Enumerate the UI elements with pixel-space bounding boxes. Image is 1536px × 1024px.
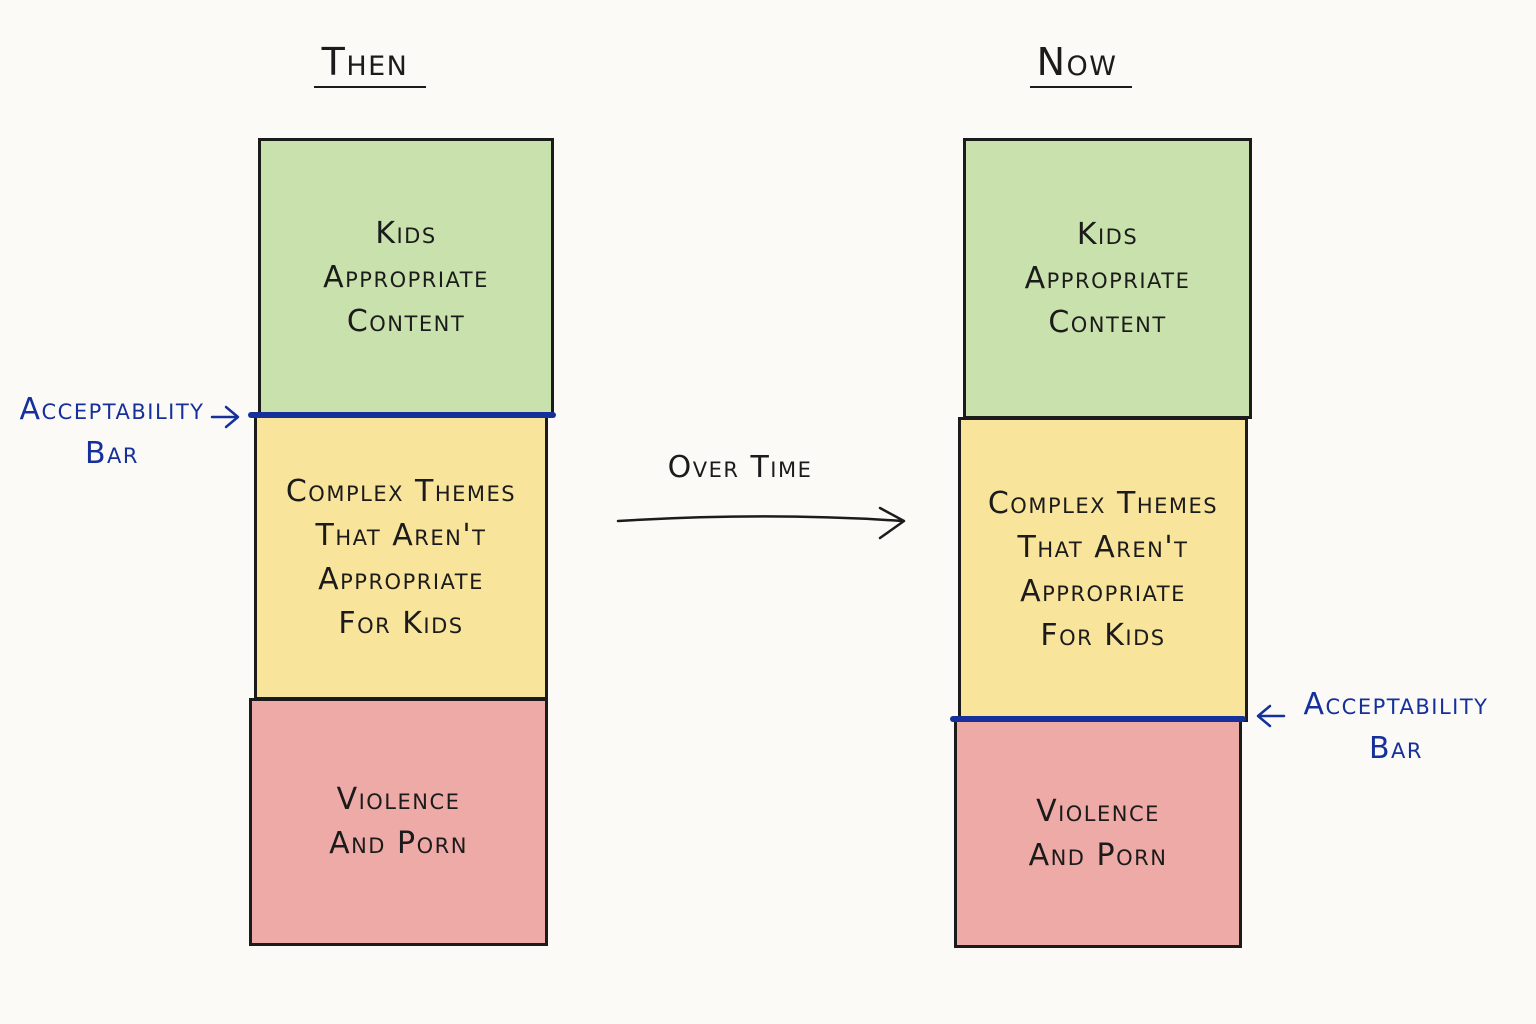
then-acceptability-arrow <box>210 405 240 429</box>
now-block-violence-label: Violence And Porn <box>1028 793 1168 873</box>
over-time-label: Over Time <box>667 450 813 485</box>
then-heading-underline <box>314 86 426 88</box>
then-acceptability-bar <box>248 412 556 418</box>
now-block-kids-label: Kids Appropriate Content <box>1024 216 1191 340</box>
now-block-complex-themes: Complex Themes That Aren't Appropriate F… <box>958 417 1248 722</box>
now-heading: Now <box>1036 40 1118 84</box>
then-block-violence-label: Violence And Porn <box>329 782 468 861</box>
then-block-violence: Violence And Porn <box>249 698 548 946</box>
now-acceptability-bar <box>950 716 1246 722</box>
then-heading: Then <box>321 40 409 84</box>
then-acceptability-label: Acceptability Bar <box>19 392 205 471</box>
then-block-kids-content: Kids Appropriate Content <box>258 138 554 417</box>
now-block-violence: Violence And Porn <box>954 719 1242 948</box>
then-block-complex-label: Complex Themes That Aren't Appropriate F… <box>285 473 517 641</box>
over-time-arrow <box>616 506 906 540</box>
then-block-kids-label: Kids Appropriate Content <box>323 215 489 339</box>
now-acceptability-label: Acceptability Bar <box>1303 687 1489 766</box>
now-acceptability-arrow <box>1256 704 1286 728</box>
now-block-kids-content: Kids Appropriate Content <box>963 138 1252 419</box>
then-block-complex-themes: Complex Themes That Aren't Appropriate F… <box>254 415 548 700</box>
now-heading-underline <box>1030 86 1132 88</box>
now-block-complex-label: Complex Themes That Aren't Appropriate F… <box>987 485 1219 653</box>
